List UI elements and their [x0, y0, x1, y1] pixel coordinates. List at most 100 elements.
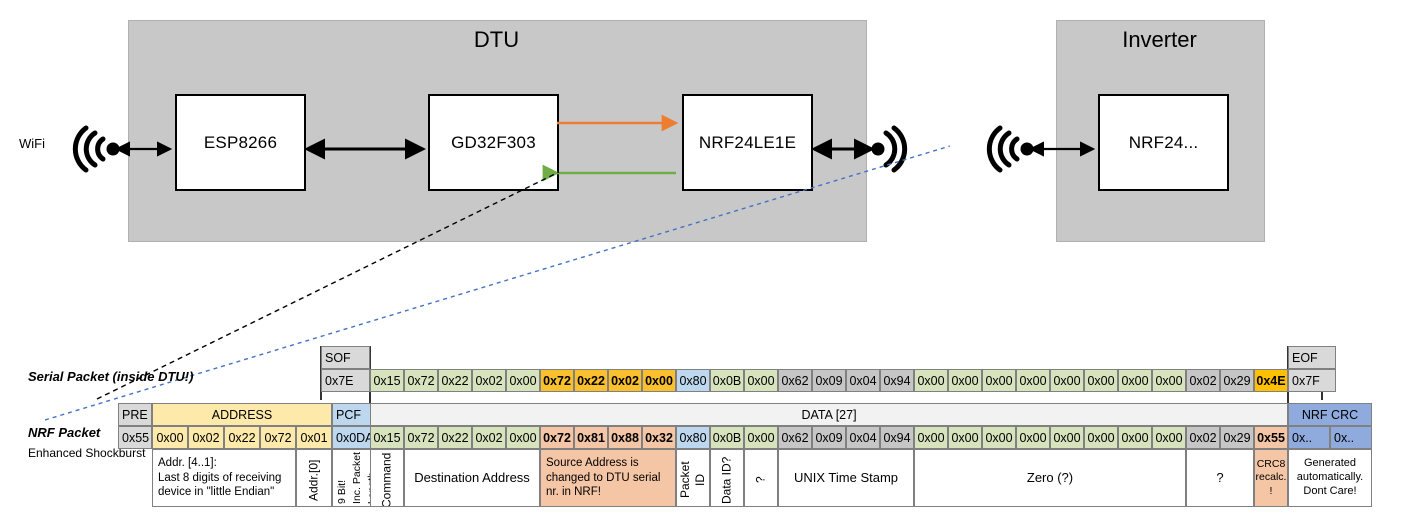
nrf-byte-17: 0x00 — [948, 426, 982, 449]
serial-eof-header: EOF — [1288, 346, 1336, 369]
serial-byte-11: 0x00 — [744, 369, 778, 392]
serial-byte-25: 0x29 — [1220, 369, 1254, 392]
source-address-note-line: nr. in NRF! — [546, 486, 601, 499]
nrf-byte-3: 0x02 — [472, 426, 506, 449]
serial-byte-10: 0x0B — [710, 369, 744, 392]
unknown1-note: ? — [744, 449, 778, 507]
command-note: Command — [370, 449, 404, 507]
data-id-note: Data ID? — [710, 449, 744, 507]
serial-byte-24: 0x02 — [1186, 369, 1220, 392]
enhanced-shockburst-label: Enhanced Shockburst — [28, 446, 146, 460]
address-note-line: Last 8 digits of receiving — [158, 471, 282, 484]
source-address-note-line: Source Address is — [546, 457, 639, 470]
serial-byte-0: 0x15 — [370, 369, 404, 392]
address-note-line: device in "little Endian" — [158, 486, 275, 499]
serial-byte-9: 0x80 — [676, 369, 710, 392]
crc8-note-line: ! — [1269, 484, 1273, 497]
nrf-byte-25: 0x29 — [1220, 426, 1254, 449]
nrf-crc-byte-1: 0x.. — [1330, 426, 1372, 449]
serial-eof-value: 0x7F — [1288, 369, 1336, 392]
nrf-pcf-header: PCF — [332, 403, 380, 426]
serial-sof-value: 0x7E — [321, 369, 370, 392]
pcf-note-line: 9 Bit! — [336, 480, 348, 504]
nrf-byte-10: 0x0B — [710, 426, 744, 449]
pcf-note-line: Inc. Packet — [351, 452, 364, 504]
nrf-address-byte-3: 0x72 — [260, 426, 296, 449]
serial-byte-5: 0x72 — [540, 369, 574, 392]
rf-antenna-inverter-icon — [986, 125, 1020, 173]
chip-gd32f303: GD32F303 — [428, 94, 559, 191]
serial-sof-header: SOF — [321, 346, 370, 369]
nrf-byte-6: 0x81 — [574, 426, 608, 449]
chip-nrf24-inverter: NRF24... — [1098, 94, 1229, 191]
address-note: Addr. [4..1]:Last 8 digits of receiving d… — [152, 449, 296, 507]
crc8-note-line: recalc. — [1255, 471, 1287, 484]
nrf-byte-12: 0x62 — [778, 426, 812, 449]
chip-nrf24le1e: NRF24LE1E — [682, 94, 813, 191]
nrf-packet-label: NRF Packet — [28, 425, 101, 440]
nrf-byte-26: 0x55 — [1254, 426, 1288, 449]
nrf-data-header: DATA [27] — [370, 403, 1288, 426]
nrf-byte-5: 0x72 — [540, 426, 574, 449]
serial-byte-18: 0x00 — [982, 369, 1016, 392]
nrf-byte-21: 0x00 — [1084, 426, 1118, 449]
serial-byte-26: 0x4E — [1254, 369, 1288, 392]
serial-packet-label: Serial Packet (inside DTU!) — [28, 369, 194, 384]
serial-byte-15: 0x94 — [880, 369, 914, 392]
nrf-pcf-value: 0x0DA — [332, 426, 380, 449]
unknown2-note: ? — [1186, 449, 1254, 507]
nrf-pre-header: PRE — [118, 403, 152, 426]
nrf-address-byte-1: 0x02 — [188, 426, 224, 449]
addr0-note: Addr.[0] — [296, 449, 332, 507]
nrf-byte-4: 0x00 — [506, 426, 540, 449]
zero-note: Zero (?) — [914, 449, 1186, 507]
serial-byte-23: 0x00 — [1152, 369, 1186, 392]
wifi-label: WiFi — [19, 136, 45, 151]
nrf-byte-20: 0x00 — [1050, 426, 1084, 449]
dtu-title: DTU — [473, 27, 520, 52]
serial-byte-4: 0x00 — [506, 369, 540, 392]
serial-byte-13: 0x09 — [812, 369, 846, 392]
wifi-antenna-icon — [72, 125, 106, 173]
serial-byte-16: 0x00 — [914, 369, 948, 392]
rf-antenna-right-icon — [883, 125, 908, 173]
unix-timestamp-note: UNIX Time Stamp — [778, 449, 914, 507]
nrf-byte-7: 0x88 — [608, 426, 642, 449]
nrf-crc-note-line: Dont Care! — [1303, 484, 1357, 497]
nrf-byte-1: 0x72 — [404, 426, 438, 449]
serial-byte-1: 0x72 — [404, 369, 438, 392]
serial-byte-12: 0x62 — [778, 369, 812, 392]
nrf-byte-11: 0x00 — [744, 426, 778, 449]
nrf-byte-8: 0x32 — [642, 426, 676, 449]
serial-byte-3: 0x02 — [472, 369, 506, 392]
nrf-byte-14: 0x04 — [846, 426, 880, 449]
nrf-byte-24: 0x02 — [1186, 426, 1220, 449]
serial-byte-19: 0x00 — [1016, 369, 1050, 392]
serial-byte-2: 0x22 — [438, 369, 472, 392]
nrf-address-byte-4: 0x01 — [296, 426, 332, 449]
serial-byte-14: 0x04 — [846, 369, 880, 392]
address-note-line: Addr. [4..1]: — [158, 457, 217, 470]
packet-id-note: Packet ID — [676, 449, 710, 507]
nrf-byte-23: 0x00 — [1152, 426, 1186, 449]
serial-byte-8: 0x00 — [642, 369, 676, 392]
crc8-note-line: CRC8 — [1256, 458, 1286, 471]
nrf-byte-18: 0x00 — [982, 426, 1016, 449]
nrf-address-byte-2: 0x22 — [224, 426, 260, 449]
destination-address-note: Destination Address — [404, 449, 540, 507]
chip-esp8266: ESP8266 — [175, 94, 306, 191]
source-address-note-line: changed to DTU serial — [546, 471, 661, 484]
serial-byte-7: 0x02 — [608, 369, 642, 392]
nrf-crc-byte-0: 0x.. — [1288, 426, 1330, 449]
nrf-byte-0: 0x15 — [370, 426, 404, 449]
nrf-crc-note-line: Generated — [1304, 457, 1356, 470]
serial-byte-6: 0x22 — [574, 369, 608, 392]
nrf-byte-9: 0x80 — [676, 426, 710, 449]
serial-byte-20: 0x00 — [1050, 369, 1084, 392]
nrf-address-header: ADDRESS — [152, 403, 332, 426]
inverter-title: Inverter — [1122, 27, 1197, 52]
